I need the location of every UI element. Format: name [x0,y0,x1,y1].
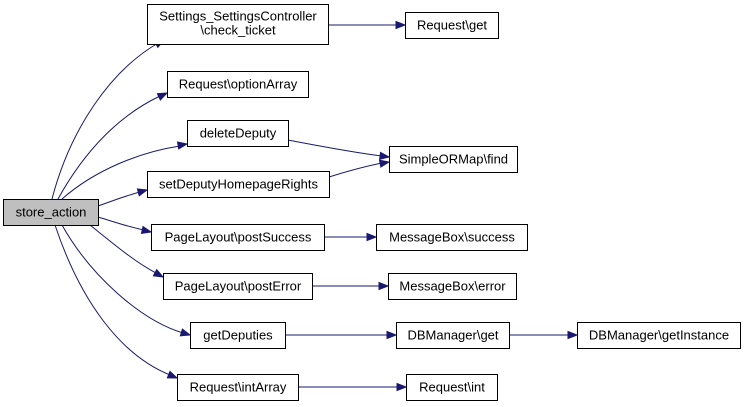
node-label-postSuccess: PageLayout\postSuccess [165,229,312,244]
node-getDeputies[interactable]: getDeputies [190,322,286,349]
node-dbGet[interactable]: DBManager\get [396,322,510,349]
node-deleteDeputy[interactable]: deleteDeputy [187,120,289,147]
arrowhead-getDeputies [179,328,192,337]
node-label-store_action: store_action [16,204,87,219]
node-label-deleteDeputy: deleteDeputy [200,125,277,140]
node-postError[interactable]: PageLayout\postError [163,273,313,300]
node-box-optionArray [167,71,309,98]
arrowhead-dbGet [386,330,398,340]
node-box-postSuccess [151,224,325,251]
node-box-postError [163,273,313,300]
arrowhead-mbSuccess [366,232,378,242]
node-reqInt[interactable]: Request\int [406,374,498,401]
node-label-dbInstance: DBManager\getInstance [589,327,729,342]
node-check_ticket[interactable]: Settings_SettingsController\check_ticket [147,4,329,45]
arrowhead-optionArray [156,92,169,101]
node-box-getDeputies [190,322,286,349]
node-box-deleteDeputy [187,120,289,147]
edge-store_action-to-getDeputies [61,224,184,334]
node-label-req_get: Request\get [417,17,487,32]
arrowhead-postError [152,268,165,278]
arrowhead-deleteDeputy [176,141,189,150]
node-box-find [389,146,518,173]
node-label-reqInt: Request\int [419,379,485,394]
node-req_get[interactable]: Request\get [405,12,499,39]
edge-deleteDeputy-to-find [287,139,383,157]
node-intArray[interactable]: Request\intArray [177,374,299,401]
node-label-mbError: MessageBox\error [399,278,506,293]
arrowhead-postSuccess [140,225,153,234]
node-setRights[interactable]: setDeputyHomepageRights [147,171,330,198]
node-box-dbGet [396,322,510,349]
node-label-dbGet: DBManager\get [407,327,498,342]
node-find[interactable]: SimpleORMap\find [389,146,518,173]
node-box-setRights [147,171,330,198]
node-box-store_action [3,199,99,226]
arrowhead-reqInt [396,382,408,392]
node-box-check_ticket [147,4,329,45]
node-label-getDeputies: getDeputies [203,327,273,342]
edge-store_action-to-intArray [54,224,171,376]
edge-setRights-to-find [328,162,383,178]
node-label-setRights: setDeputyHomepageRights [159,176,318,191]
node-optionArray[interactable]: Request\optionArray [167,71,309,98]
edge-store_action-to-postSuccess [97,216,145,231]
node-label-optionArray: Request\optionArray [179,76,298,91]
nodes-layer: store_action Settings_SettingsController\… [3,4,741,401]
node-label-postError: PageLayout\postError [175,278,302,293]
node-box-mbError [388,273,517,300]
edge-store_action-to-check_ticket [51,41,161,200]
arrowhead-req_get [395,20,407,30]
edge-store_action-to-deleteDeputy [61,145,181,200]
node-box-intArray [177,374,299,401]
node-label-find: SimpleORMap\find [399,151,508,166]
edges-layer [51,20,579,392]
arrowhead-setRights [136,188,149,197]
node-box-req_get [405,12,499,39]
node-box-reqInt [406,374,498,401]
node-store_action[interactable]: store_action [3,199,99,226]
node-label-mbSuccess: MessageBox\success [389,229,515,244]
edge-store_action-to-setRights [97,191,141,207]
node-dbInstance[interactable]: DBManager\getInstance [577,322,741,349]
arrowhead-find [378,159,391,168]
arrowhead-mbError [378,281,390,291]
node-postSuccess[interactable]: PageLayout\postSuccess [151,224,325,251]
node-mbError[interactable]: MessageBox\error [388,273,517,300]
node-box-dbInstance [577,322,741,349]
node-label-intArray: Request\intArray [190,379,287,394]
arrowhead-intArray [166,370,179,379]
arrowhead-find [379,151,391,160]
edge-store_action-to-optionArray [57,95,161,200]
node-label-check_ticket-line2: \check_ticket [200,22,276,37]
node-mbSuccess[interactable]: MessageBox\success [376,224,528,251]
node-box-mbSuccess [376,224,528,251]
node-label-check_ticket-line1: Settings_SettingsController [159,8,317,23]
arrowhead-dbInstance [567,330,579,340]
edge-store_action-to-postError [89,224,157,274]
